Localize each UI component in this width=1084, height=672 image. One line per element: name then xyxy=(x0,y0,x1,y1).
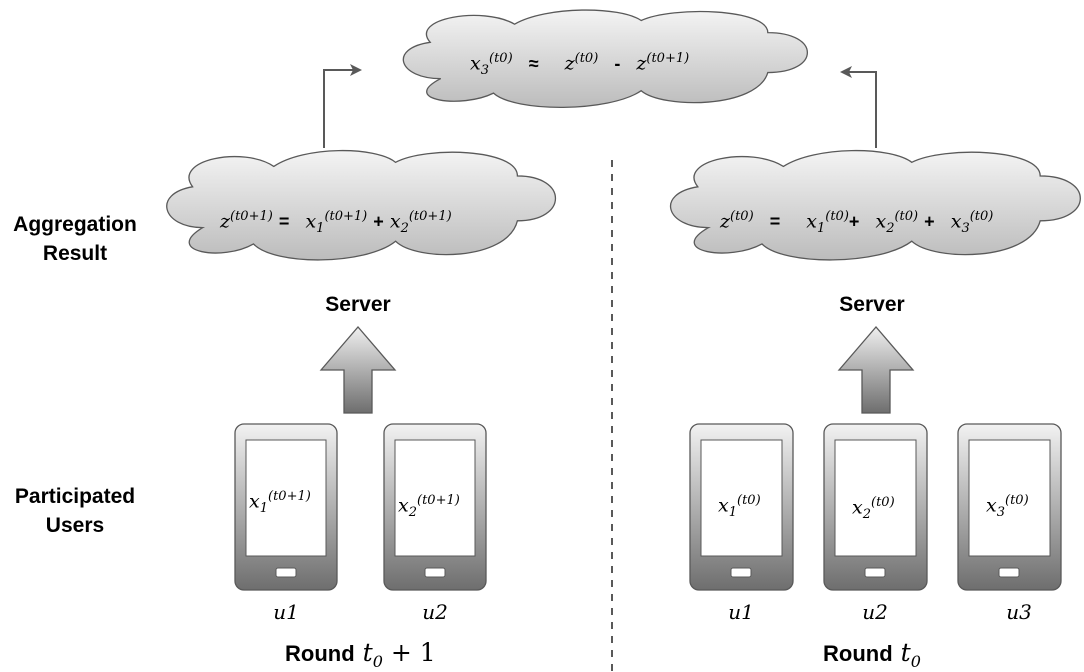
round-math-right: t0 xyxy=(900,638,921,671)
server-label-right: Server xyxy=(839,293,905,316)
plus-sign: + xyxy=(848,211,860,232)
phone-u3-right-value: x3(t0) xyxy=(986,493,1029,521)
phone-u2-right xyxy=(823,423,928,591)
plus-sign: + xyxy=(373,211,384,232)
top-cloud xyxy=(403,10,807,107)
phone-u2-left-value: x2(t0+1) xyxy=(398,493,460,521)
phone-u1-right-value: x1(t0) xyxy=(718,493,761,521)
phone-u1-right xyxy=(689,423,794,591)
phone-u3-right xyxy=(957,423,1062,591)
participated-users-line2: Users xyxy=(45,514,105,537)
approx-sign: ≈ xyxy=(528,53,539,74)
user-label-u2-left: u2 xyxy=(422,600,448,624)
left-upload-arrow xyxy=(319,326,397,414)
aggregation-result-line2: Result xyxy=(42,242,108,265)
user-label-u1-right: u1 xyxy=(728,600,754,624)
round-math-left: t0 + 1 xyxy=(362,638,436,671)
right-upload-arrow xyxy=(837,326,915,414)
user-label-u2-right: u2 xyxy=(862,600,888,624)
participated-users-label: Participated Users xyxy=(0,482,150,540)
phone-u1-left xyxy=(234,423,338,591)
round-word-left: Round xyxy=(285,641,355,666)
phone-u2-right-value: x2(t0) xyxy=(852,495,895,523)
phone-u1-left-value: x1(t0+1) xyxy=(249,489,311,517)
user-label-u1-left: u1 xyxy=(273,600,299,624)
server-label-left: Server xyxy=(325,293,391,316)
phone-u2-left xyxy=(383,423,487,591)
right-cloud-formula: z(t0) = x1(t0)+ x2(t0) + x3(t0) xyxy=(720,209,994,237)
right-to-top-arrow xyxy=(840,66,877,148)
minus-sign: - xyxy=(614,53,621,74)
round-label-left: Round t0 + 1 xyxy=(285,638,436,671)
equals-sign: = xyxy=(278,211,290,232)
round-word-right: Round xyxy=(823,641,893,666)
participated-users-line1: Participated xyxy=(14,485,136,508)
top-cloud-formula: x3(t0) ≈ z(t0) - z(t0+1) xyxy=(470,51,690,79)
aggregation-result-label: Aggregation Result xyxy=(0,210,150,268)
user-label-u3-right: u3 xyxy=(1006,600,1032,624)
left-to-top-arrow xyxy=(323,64,362,148)
left-cloud-formula: z(t0+1) = x1(t0+1) + x2(t0+1) xyxy=(220,209,452,237)
plus-sign: + xyxy=(924,211,935,232)
left-cloud xyxy=(167,151,556,260)
right-cloud xyxy=(671,151,1081,260)
round-label-right: Round t0 xyxy=(823,638,921,671)
aggregation-result-line1: Aggregation xyxy=(13,213,137,236)
equals-sign: = xyxy=(769,211,781,232)
